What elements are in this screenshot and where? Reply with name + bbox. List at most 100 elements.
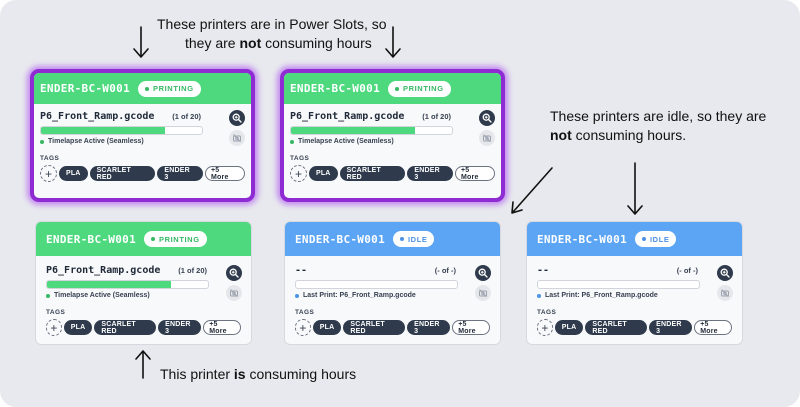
card-header: ENDER-BC-W001 PRINTING [284,73,501,104]
card-actions [226,265,242,301]
arrow-idle-left-head [511,201,523,214]
more-tags-button[interactable]: +5 More [694,320,732,335]
printer-card[interactable]: ENDER-BC-W001 PRINTING P6_Front_Ramp.gco… [30,69,255,202]
zoom-in-icon[interactable] [229,110,245,126]
status-indicator-dot [40,139,44,144]
status-badge: PRINTING [138,80,201,97]
job-file-name: P6_Front_Ramp.gcode [46,265,161,276]
job-count: (- of -) [676,266,698,275]
progress-fill [47,281,171,288]
printer-name[interactable]: ENDER-BC-W001 [40,82,130,95]
tag-chip[interactable]: ENDER 3 [407,320,451,335]
zoom-in-icon[interactable] [475,265,491,281]
tag-chip[interactable]: SCARLET RED [89,166,156,181]
tag-chip[interactable]: ENDER 3 [158,320,202,335]
status-badge: IDLE [635,231,677,247]
status-dot [400,237,404,241]
note-idle-line2: not consuming hours. [550,127,687,143]
camera-off-icon[interactable] [229,130,245,146]
tag-chip[interactable]: SCARLET RED [94,320,157,335]
status-badge: PRINTING [144,231,207,247]
printer-name[interactable]: ENDER-BC-W001 [46,232,136,246]
card-header: ENDER-BC-W001 IDLE [285,222,500,256]
job-status: Timelapse Active (Seamless) [290,138,495,145]
job-file-name: P6_Front_Ramp.gcode [290,111,405,122]
status-badge: IDLE [393,231,435,247]
progress-bar [46,280,209,289]
card-actions [717,265,733,301]
camera-off-icon[interactable] [475,285,491,301]
tag-chip[interactable]: PLA [554,320,584,335]
tag-chip[interactable]: SCARLET RED [339,166,406,181]
more-tags-button[interactable]: +5 More [455,166,495,181]
tag-chip[interactable]: SCARLET RED [343,320,406,335]
arrow-idle-right-head [627,205,643,215]
tag-chip[interactable]: ENDER 3 [649,320,693,335]
tags-label: TAGS [40,155,60,162]
status-badge-label: IDLE [650,234,670,244]
job-count: (1 of 20) [172,112,201,121]
note-idle: These printers are idle, so they are not… [550,107,766,145]
card-body: -- (- of -) Last Print: P6_Front_Ramp.gc… [285,256,500,336]
printer-name[interactable]: ENDER-BC-W001 [537,232,627,246]
card-actions [479,110,495,146]
tag-chip[interactable]: SCARLET RED [585,320,648,335]
status-indicator-dot [537,293,541,298]
camera-off-icon[interactable] [717,285,733,301]
arrow-power-right-head [385,48,401,58]
plus-icon[interactable]: + [290,165,307,182]
job-row: -- (- of -) [537,265,698,276]
printer-card[interactable]: ENDER-BC-W001 IDLE -- (- of -) Last Prin… [526,221,743,345]
plus-icon[interactable]: + [46,319,62,336]
status-dot [395,86,399,91]
job-row: P6_Front_Ramp.gcode (1 of 20) [46,265,207,276]
progress-fill [41,127,165,134]
card-header: ENDER-BC-W001 IDLE [527,222,742,256]
card-actions [229,110,245,146]
tag-chip[interactable]: PLA [308,166,338,181]
more-tags-button[interactable]: +5 More [203,320,241,335]
printer-card[interactable]: ENDER-BC-W001 IDLE -- (- of -) Last Prin… [284,221,501,345]
arrow-consuming-head [135,350,151,360]
tags-label: TAGS [46,309,66,316]
zoom-in-icon[interactable] [717,265,733,281]
tag-chip[interactable]: PLA [312,320,342,335]
progress-fill [291,127,415,134]
plus-icon[interactable]: + [40,165,57,182]
tag-chip[interactable]: PLA [63,320,93,335]
card-body: P6_Front_Ramp.gcode (1 of 20) Timelapse … [34,104,251,182]
more-tags-button[interactable]: +5 More [452,320,490,335]
printer-card[interactable]: ENDER-BC-W001 PRINTING P6_Front_Ramp.gco… [280,69,505,202]
tag-chip[interactable]: PLA [58,166,88,181]
job-file-name: P6_Front_Ramp.gcode [40,111,155,122]
tag-chip[interactable]: ENDER 3 [157,166,204,181]
tag-chip[interactable]: ENDER 3 [407,166,454,181]
tags-label: TAGS [537,309,557,316]
job-count: (1 of 20) [178,266,207,275]
plus-icon[interactable]: + [537,319,553,336]
plus-icon[interactable]: + [295,319,311,336]
zoom-in-icon[interactable] [479,110,495,126]
tags-label: TAGS [295,309,315,316]
progress-bar [295,280,458,289]
job-status: Last Print: P6_Front_Ramp.gcode [295,292,490,299]
camera-off-icon[interactable] [479,130,495,146]
status-badge-label: PRINTING [159,234,200,244]
job-row: -- (- of -) [295,265,456,276]
job-status-text: Timelapse Active (Seamless) [48,138,144,145]
camera-off-icon[interactable] [226,285,242,301]
printer-card[interactable]: ENDER-BC-W001 PRINTING P6_Front_Ramp.gco… [35,221,252,345]
job-status: Timelapse Active (Seamless) [46,292,241,299]
tags-label: TAGS [290,155,310,162]
status-dot [642,237,646,241]
zoom-in-icon[interactable] [226,265,242,281]
printer-name[interactable]: ENDER-BC-W001 [295,232,385,246]
printer-name[interactable]: ENDER-BC-W001 [290,82,380,95]
card-actions [475,265,491,301]
more-tags-button[interactable]: +5 More [205,166,245,181]
note-power-slots: These printers are in Power Slots, so th… [157,15,387,53]
